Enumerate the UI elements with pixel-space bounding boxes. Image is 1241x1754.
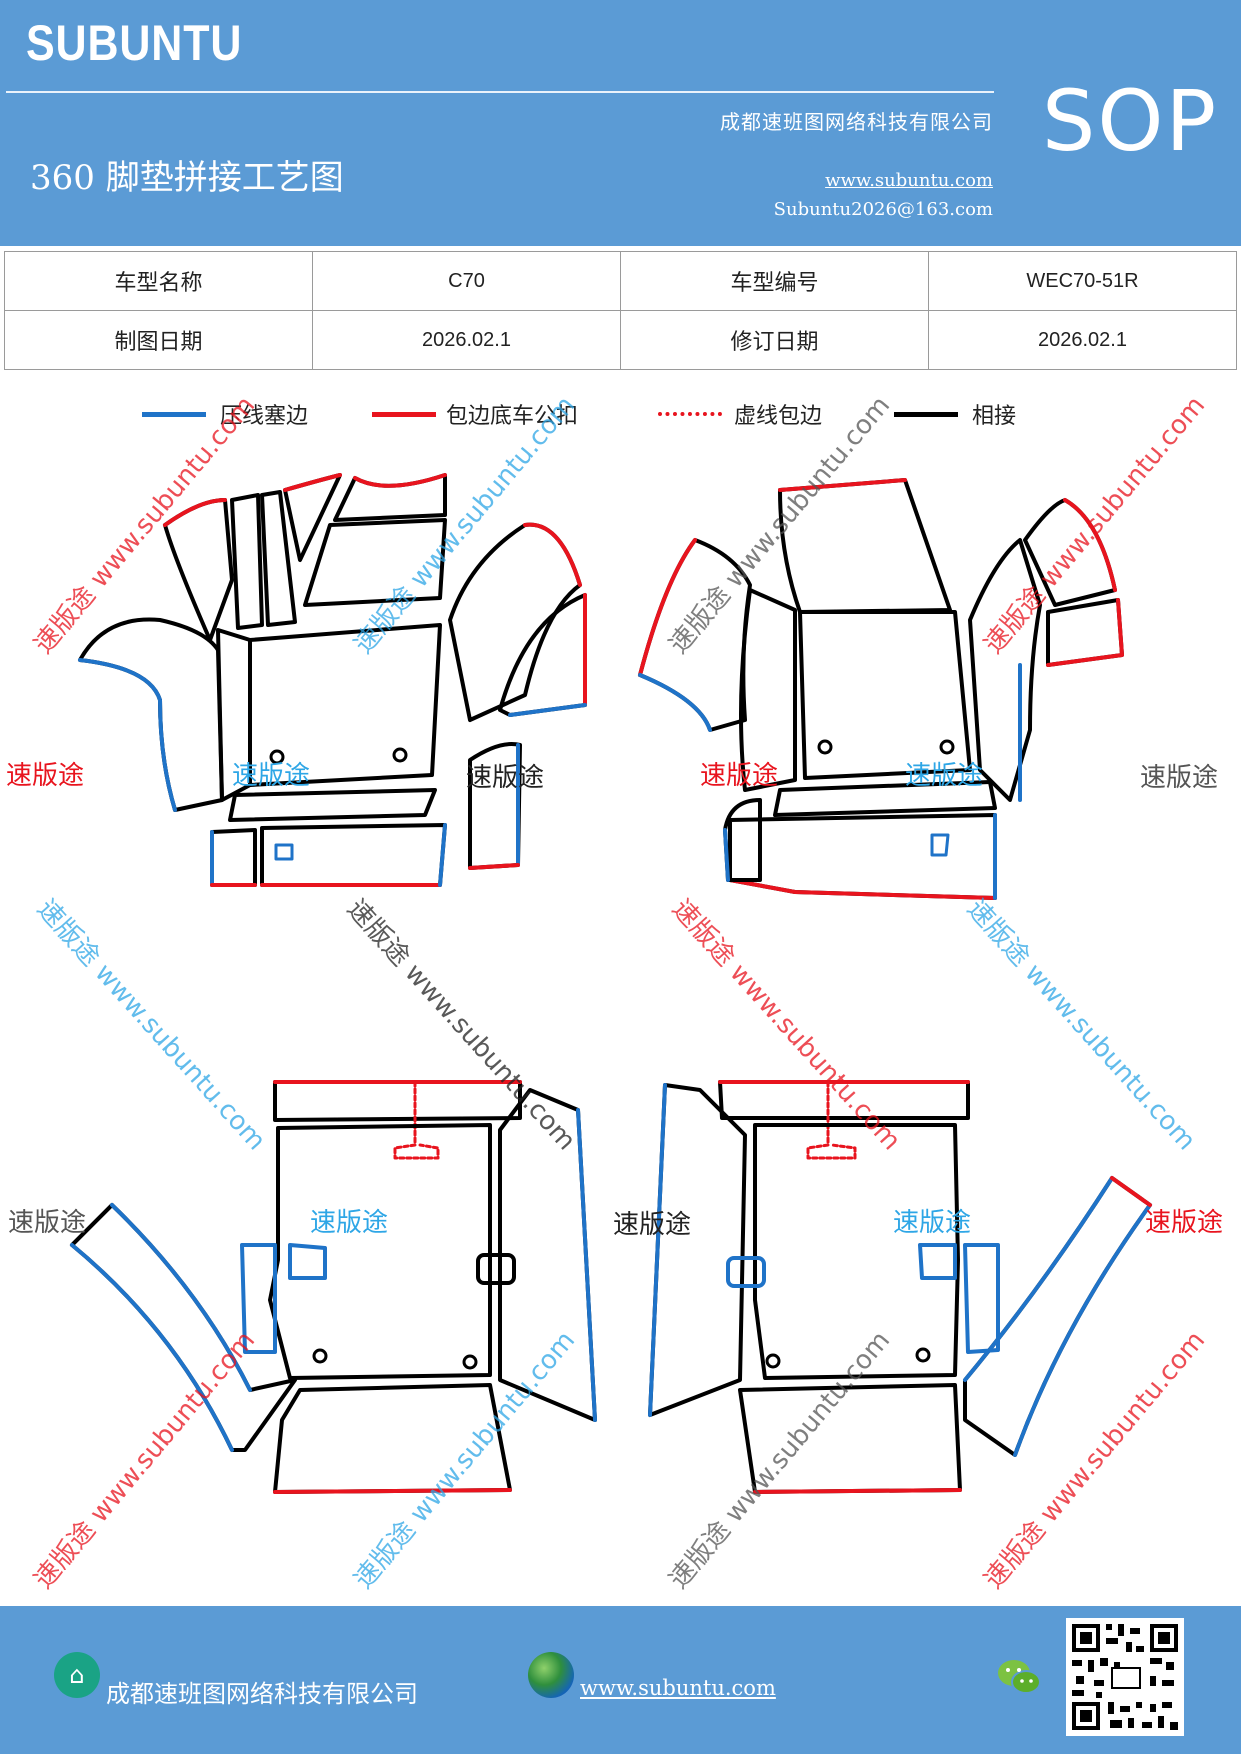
revise-date-value: 2026.02.1 — [928, 310, 1237, 370]
sop-badge: SOP — [1042, 72, 1219, 170]
wechat-icon — [998, 1660, 1041, 1694]
mat-piece-rear-center — [260, 823, 447, 887]
table-row: 车型名称 C70 车型编号 WEC70-51R — [4, 251, 1237, 311]
company-name: 成都速班图网络科技有限公司 — [720, 110, 993, 134]
mat-piece-side-tab-2 — [288, 1243, 327, 1280]
home-icon: ⌂ — [54, 1652, 100, 1698]
mat-piece-front-a — [163, 498, 234, 642]
mat-rear-left-view — [70, 1080, 597, 1494]
email-address[interactable]: Subuntu2026@163.com — [773, 199, 993, 220]
mat-piece-right-side — [498, 593, 587, 717]
mat-piece-front-c — [260, 490, 297, 627]
draw-date-value: 2026.02.1 — [312, 310, 621, 370]
mat-piece-left-wing — [78, 617, 224, 812]
legend-swatch — [658, 412, 722, 416]
mat-piece-main-floor — [268, 1123, 492, 1380]
document-title: 360 脚垫拼接工艺图 — [30, 158, 344, 198]
watermark-brand: 速版途 — [6, 761, 85, 791]
revise-date-label: 修订日期 — [620, 310, 929, 370]
model-name-label: 车型名称 — [4, 251, 313, 311]
mat-piece-top-bar — [273, 1080, 522, 1122]
header-divider — [6, 91, 994, 93]
watermark-brand: 速版途 — [905, 761, 984, 791]
model-name-value: C70 — [312, 251, 621, 311]
mat-piece-rear-left — [210, 828, 257, 887]
globe-icon — [528, 1652, 574, 1698]
brand-logo: SUBUNTU — [26, 15, 243, 71]
watermark-brand: 速版途 — [310, 1208, 389, 1238]
legend-swatch — [894, 412, 958, 417]
watermark-brand: 速版途 — [893, 1208, 972, 1238]
mat-front-left-view — [78, 473, 587, 887]
mat-piece-rear-strip — [773, 780, 997, 817]
watermark-brand: 速版途 — [613, 1210, 692, 1240]
watermark-brand: 速版途 — [1145, 1208, 1224, 1238]
mat-piece-right-panel — [498, 1088, 597, 1422]
mat-piece-side-tab — [240, 1243, 277, 1354]
mat-piece-center — [798, 610, 972, 780]
mat-piece-front-f — [303, 518, 447, 607]
mat-piece-side-tab — [963, 1243, 1000, 1354]
website-link[interactable]: www.subuntu.com — [825, 170, 993, 191]
watermark-brand: 速版途 — [1140, 763, 1219, 793]
watermark-brand: 速版途 — [466, 763, 545, 793]
header-banner: SUBUNTU 成都速班图网络科技有限公司 360 脚垫拼接工艺图 www.su… — [0, 0, 1241, 246]
qr-code[interactable] — [1066, 1618, 1184, 1736]
legend-label: 相接 — [972, 404, 1017, 429]
mat-rear-right-view — [648, 1080, 1152, 1494]
footer-banner: ⌂ 成都速班图网络科技有限公司 www.subuntu.com — [0, 1606, 1241, 1754]
model-code-value: WEC70-51R — [928, 251, 1237, 311]
legend-label: 压线塞边 — [220, 404, 309, 429]
table-row: 制图日期 2026.02.1 修订日期 2026.02.1 — [4, 310, 1237, 370]
watermark-brand: 速版途 — [8, 1208, 87, 1238]
mat-front-right-view — [638, 478, 1124, 900]
model-info-table: 车型名称 C70 车型编号 WEC70-51R 制图日期 2026.02.1 修… — [4, 251, 1237, 370]
mat-piece-front-b — [230, 493, 264, 630]
mat-piece-right-wing — [448, 522, 582, 722]
footer-website-link[interactable]: www.subuntu.com — [580, 1676, 776, 1700]
mat-piece-left-inner — [739, 588, 797, 792]
mat-piece-rear-left — [723, 798, 762, 882]
watermark-brand: 速版途 — [232, 761, 311, 791]
footer-company-name: 成都速班图网络科技有限公司 — [106, 1680, 418, 1708]
legend-swatch — [372, 412, 436, 417]
mat-piece-rear-strip — [228, 788, 437, 822]
draw-date-label: 制图日期 — [4, 310, 313, 370]
model-code-label: 车型编号 — [620, 251, 929, 311]
legend-label: 虚线包边 — [734, 404, 823, 429]
mat-piece-side-tab-2 — [918, 1243, 957, 1280]
mat-piece-main-floor — [753, 1123, 960, 1380]
mat-piece-right-tall — [968, 538, 1042, 802]
legend-label: 包边底车公扣 — [446, 404, 579, 429]
watermark-brand: 速版途 — [700, 761, 779, 791]
legend-swatch — [142, 412, 206, 417]
